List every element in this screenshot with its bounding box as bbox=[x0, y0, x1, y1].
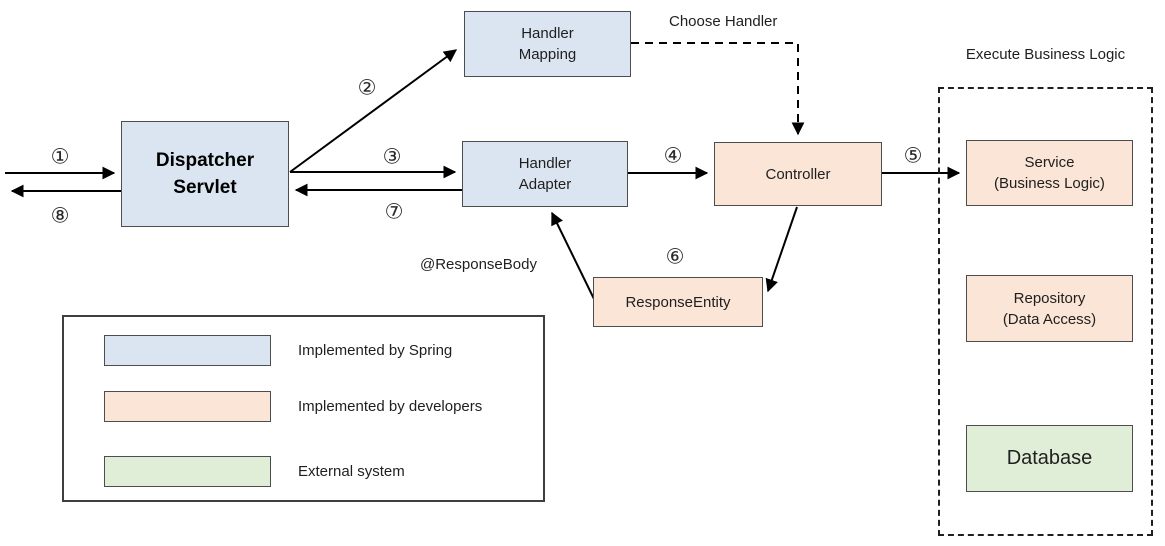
legend-label-developers: Implemented by developers bbox=[298, 398, 483, 415]
node-response-entity: ResponseEntity bbox=[593, 277, 763, 327]
legend-swatch-external bbox=[104, 456, 271, 487]
step-2-label: ② bbox=[357, 76, 377, 100]
step-7-label: ⑦ bbox=[384, 200, 404, 224]
step-8-label: ⑧ bbox=[50, 204, 70, 228]
business-logic-group bbox=[938, 87, 1153, 536]
node-controller: Controller bbox=[714, 142, 882, 206]
node-database: Database bbox=[966, 425, 1133, 492]
step-5-label: ⑤ bbox=[903, 144, 923, 168]
node-handler-mapping: Handler Mapping bbox=[464, 11, 631, 77]
legend-label-external: External system bbox=[298, 463, 405, 480]
legend-swatch-spring bbox=[104, 335, 271, 366]
node-repository: Repository (Data Access) bbox=[966, 275, 1133, 342]
execute-business-logic-label: Execute Business Logic bbox=[965, 46, 1126, 63]
step-3-label: ③ bbox=[382, 145, 402, 169]
choose-handler-label: Choose Handler bbox=[669, 13, 778, 30]
response-body-label: @ResponseBody bbox=[420, 256, 537, 273]
step-1-label: ① bbox=[50, 145, 70, 169]
legend: Implemented by Spring Implemented by dev… bbox=[62, 315, 545, 502]
node-dispatcher-servlet: Dispatcher Servlet bbox=[121, 121, 289, 227]
node-service: Service (Business Logic) bbox=[966, 140, 1133, 206]
step-4-label: ④ bbox=[663, 144, 683, 168]
step-6-label: ⑥ bbox=[665, 245, 685, 269]
legend-label-spring: Implemented by Spring bbox=[298, 342, 453, 359]
legend-swatch-developers bbox=[104, 391, 271, 422]
node-handler-adapter: Handler Adapter bbox=[462, 141, 628, 207]
